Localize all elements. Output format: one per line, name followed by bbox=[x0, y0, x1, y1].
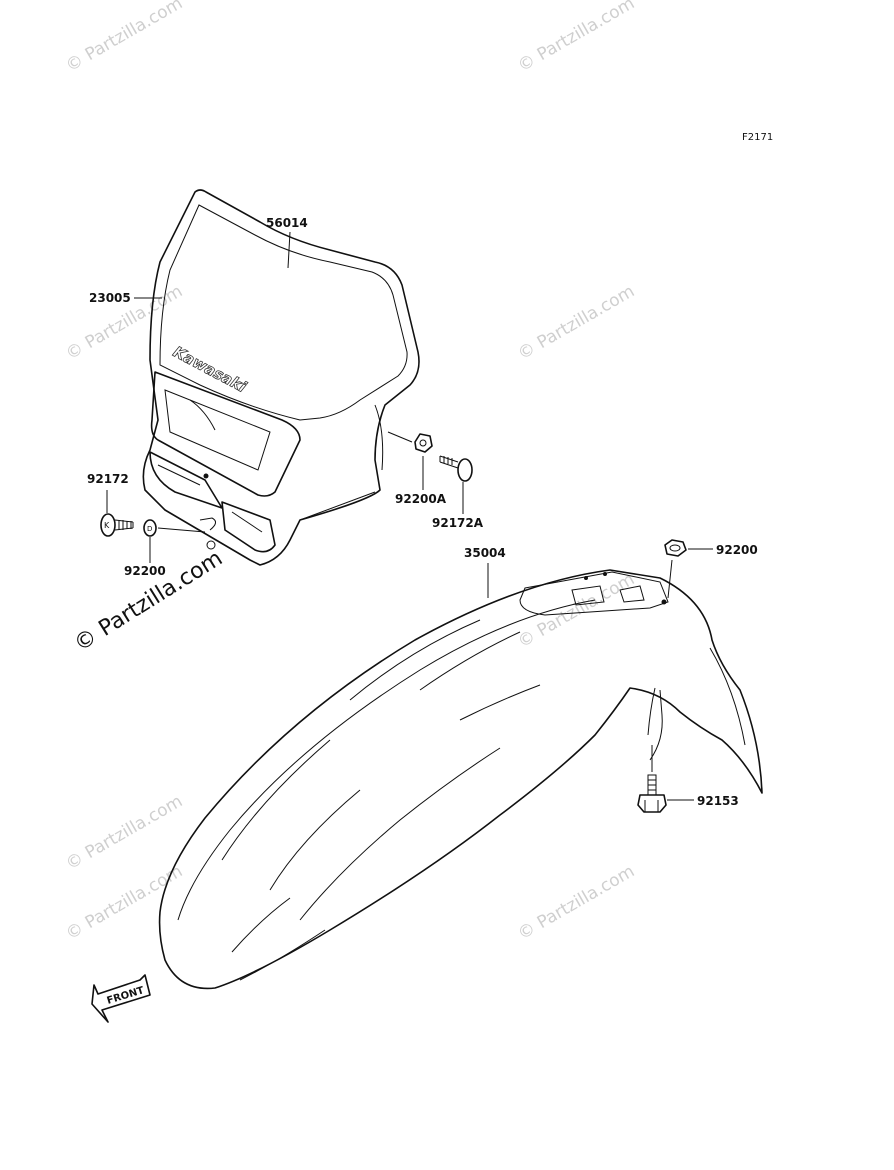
label-56014: 56014 bbox=[266, 216, 308, 230]
headlight-cowl: Kawasaki bbox=[142, 189, 420, 566]
front-direction-arrow: FRONT bbox=[91, 974, 151, 1023]
label-92153: 92153 bbox=[697, 794, 739, 808]
callouts: 56014 23005 92172 92200 92200A 92172A 35… bbox=[87, 216, 758, 808]
watermark: © Partzilla.com bbox=[515, 0, 639, 76]
bolt-92153 bbox=[637, 774, 667, 813]
watermark-main: © Partzilla.com bbox=[70, 546, 227, 657]
watermark: © Partzilla.com bbox=[515, 861, 639, 944]
label-23005: 23005 bbox=[89, 291, 131, 305]
watermark: © Partzilla.com bbox=[515, 569, 639, 652]
svg-text:D: D bbox=[147, 525, 152, 533]
brand-text: Kawasaki bbox=[170, 343, 250, 397]
svg-text:K: K bbox=[104, 521, 110, 530]
label-35004: 35004 bbox=[464, 546, 506, 560]
figure-code: F2171 bbox=[742, 132, 773, 143]
label-92200: 92200 bbox=[124, 564, 166, 578]
grommet-92200A bbox=[414, 433, 433, 453]
washer-92200 bbox=[664, 539, 687, 557]
watermark: © Partzilla.com bbox=[515, 281, 639, 364]
bolt-92172A bbox=[439, 455, 473, 482]
label-92200-fender: 92200 bbox=[716, 543, 758, 557]
label-92172A: 92172A bbox=[432, 516, 484, 530]
watermark: © Partzilla.com bbox=[63, 861, 187, 944]
watermarks: © Partzilla.com © Partzilla.com © Partzi… bbox=[63, 0, 639, 944]
bolt-92172: K bbox=[100, 513, 134, 537]
front-label: FRONT bbox=[106, 985, 146, 1007]
label-92172: 92172 bbox=[87, 472, 129, 486]
watermark: © Partzilla.com bbox=[63, 791, 187, 874]
label-92200A: 92200A bbox=[395, 492, 447, 506]
grommet-92200: D bbox=[143, 519, 157, 537]
front-fender bbox=[158, 569, 763, 990]
watermark: © Partzilla.com bbox=[63, 0, 187, 76]
